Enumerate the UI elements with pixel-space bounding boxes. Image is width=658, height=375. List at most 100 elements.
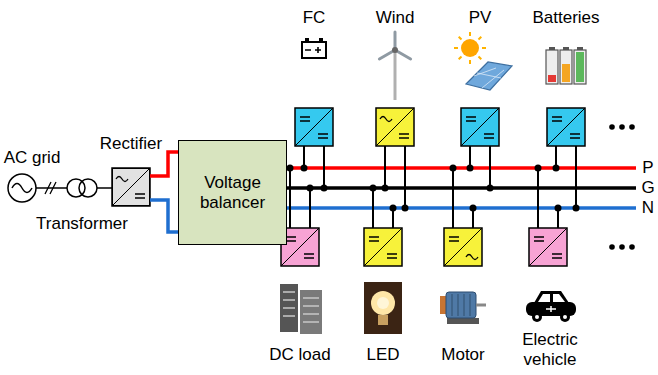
junction-dot [390,205,397,212]
electric-car-icon [538,294,565,302]
wind-turbine-icon [379,32,410,100]
batteries-icon [574,50,586,84]
converter-leg [384,146,386,188]
ac-source-symbol [8,174,36,202]
grid-line [97,187,112,189]
electric-car-icon [546,306,556,312]
server-rack-icon [283,292,319,322]
pv-panel-icon [461,39,479,57]
electric-car-icon [526,291,576,322]
wind-turbine-icon [392,47,398,53]
server-rack-icon [300,290,322,334]
electric-car-icon [534,291,569,303]
pv-panel-icon [479,37,482,40]
server-rack-icon [280,284,322,334]
motor-icon [447,318,479,324]
more-dots [629,244,635,250]
led-lamp-icon [377,297,389,309]
converter-leg [575,146,577,208]
pv-panel-icon [479,57,482,60]
batteries-icon [546,50,558,84]
load-label: Motor [428,345,498,365]
more-dots [629,124,635,130]
transformer-symbol [79,179,97,197]
junction-dot [487,185,494,192]
pv-panel-icon [459,57,462,60]
pv-panel-icon [454,32,512,90]
junction-dot [382,185,389,192]
pv-panel-icon [474,68,504,88]
converter-leg [452,168,454,228]
grid-line [45,182,56,194]
more-dots [609,124,615,130]
junction-dot [301,165,308,172]
wind-turbine-icon [394,50,397,100]
dc-bus [283,166,636,170]
pv-panel-icon [482,47,486,49]
batteries-icon [576,52,584,82]
ac-source-symbol [12,184,32,193]
source-label: Batteries [516,8,616,28]
fuel-cell-icon [302,42,326,58]
led-lamp-icon [371,291,395,315]
source-label: Wind [360,8,430,28]
electric-car-icon [532,312,542,322]
electric-car-icon [563,315,567,319]
converter-leg [404,146,406,208]
source-label: PV [450,8,510,28]
motor-icon [440,292,486,324]
dc-dc-converter [547,108,585,146]
grid-line [36,187,67,189]
grid-line [36,182,112,194]
junction-dot [287,165,294,172]
component-label: Transformer [22,214,142,234]
more-dots [619,244,625,250]
dc-ac-converter [444,228,482,266]
fuel-cell-icon [305,47,321,53]
more-dots [609,244,615,250]
source-label: AC grid [0,148,77,168]
junction-dot [553,165,560,172]
dc-dc-converter [529,228,567,266]
electric-car-icon [535,315,539,319]
dc-dc-converter [364,228,402,266]
bus-label: N [640,198,656,218]
node-text: Rectifier [100,134,162,154]
junction-dot [321,185,328,192]
junction-dot [287,165,580,212]
motor-icon [452,294,470,316]
converter-leg [309,188,311,228]
bus-label: P [640,158,656,178]
converter-leg [489,146,491,188]
negative-feeder-wire [150,200,178,232]
junction-dot [467,165,474,172]
converter-leg [290,146,576,228]
motor-icon [476,304,486,307]
junction-dot [402,205,409,212]
converter-leg [372,188,374,228]
pv-panel-icon [469,32,471,36]
converter-leg [323,146,325,188]
converter-leg [537,168,539,228]
voltage-balancer-box: Voltage balancer [178,140,287,245]
pv-panel-icon [466,62,512,90]
batteries-icon [546,47,586,84]
batteries-icon [560,50,572,84]
source-label: FC [284,8,344,28]
more-dots [609,124,635,250]
pv-panel-icon [469,60,471,64]
junction-dot [470,205,477,212]
dc-dc-converter [461,108,499,146]
junction-dot [370,185,377,192]
junction-dot [450,165,457,172]
rectifier-symbol [112,168,150,206]
junction-dot [555,205,562,212]
led-lamp-icon [364,282,402,334]
dc-bus [283,206,636,210]
motor-icon [446,292,476,318]
junction-dot [573,205,580,212]
pv-panel-icon [454,47,458,49]
led-lamp-icon [378,315,388,325]
